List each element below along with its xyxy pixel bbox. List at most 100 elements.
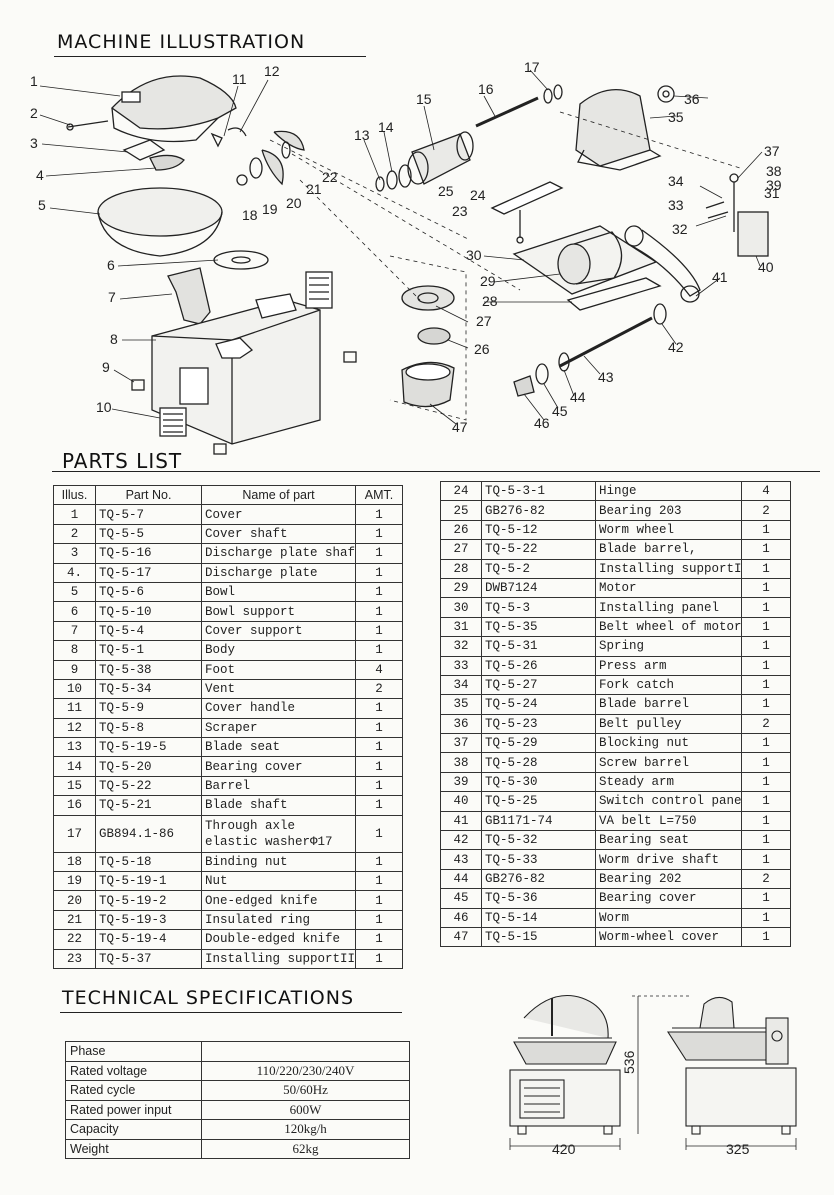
callout-38: 38 <box>766 163 782 179</box>
part-no-cell: TQ-5-32 <box>481 830 596 851</box>
callout-42: 42 <box>668 339 684 355</box>
illus-cell: 9 <box>53 659 96 680</box>
callout-46: 46 <box>534 415 550 431</box>
amt-cell: 1 <box>741 674 791 696</box>
spec-label: Rated power input <box>65 1099 202 1120</box>
header-name: Name of part <box>201 484 356 506</box>
part-no-cell: TQ-5-7 <box>95 504 202 525</box>
illus-cell: 25 <box>440 500 482 521</box>
illus-cell: 43 <box>440 849 482 870</box>
part-name-cell: Binding nut <box>201 851 356 873</box>
callout-17: 17 <box>524 59 540 75</box>
spec-value: 110/220/230/240V <box>201 1060 410 1081</box>
amt-cell: 1 <box>355 909 403 931</box>
header-amt: AMT. <box>355 484 403 506</box>
callout-4: 4 <box>36 167 44 183</box>
amt-cell: 1 <box>355 523 403 545</box>
illus-cell: 1 <box>53 504 96 525</box>
part-name-cell: Screw barrel <box>595 752 742 773</box>
spec-value: 120kg/h <box>201 1119 410 1140</box>
part-no-cell: TQ-5-2 <box>481 558 596 579</box>
callout-40: 40 <box>758 259 774 275</box>
callout-1: 1 <box>30 73 38 89</box>
part-name-cell: Blade barrel <box>595 694 742 715</box>
part-no-cell: TQ-5-12 <box>481 519 596 541</box>
amt-cell: 1 <box>355 543 403 564</box>
part-no-cell: GB276-82 <box>481 500 596 521</box>
illus-cell: 33 <box>440 655 482 676</box>
callout-44: 44 <box>570 389 586 405</box>
amt-cell: 1 <box>741 577 791 599</box>
illus-cell: 41 <box>440 810 482 832</box>
illus-cell: 26 <box>440 519 482 541</box>
callout-33: 33 <box>668 197 684 213</box>
part-name-cell: Hinge <box>595 480 742 502</box>
part-name-cell: Worm drive shaft <box>595 849 742 870</box>
parts-list-rule <box>52 471 820 472</box>
callout-45: 45 <box>552 403 568 419</box>
illus-cell: 14 <box>53 756 96 777</box>
illus-cell: 16 <box>53 795 96 816</box>
illus-cell: 37 <box>440 733 482 754</box>
callout-21: 21 <box>306 181 322 197</box>
amt-cell: 1 <box>355 871 403 892</box>
part-no-cell: TQ-5-38 <box>95 659 202 680</box>
specs-rule <box>60 1012 402 1013</box>
callout-32: 32 <box>672 221 688 237</box>
exploded-view-drawing: 1 2 3 4 5 6 7 8 9 10 11 12 13 14 15 16 1… <box>30 59 782 455</box>
part-name-cell: Scraper <box>201 717 356 739</box>
callout-6: 6 <box>107 257 115 273</box>
amt-cell: 1 <box>741 849 791 870</box>
illus-cell: 27 <box>440 539 482 560</box>
dim-width-front: 420 <box>552 1141 576 1157</box>
part-name-cell: Double-edged knife <box>201 929 356 950</box>
illus-cell: 17 <box>53 814 96 853</box>
spec-label: Weight <box>65 1138 202 1159</box>
part-name-cell: Body <box>201 640 356 661</box>
parts-list-title: PARTS LIST <box>62 449 183 473</box>
callout-5: 5 <box>38 197 46 213</box>
illus-cell: 28 <box>440 558 482 579</box>
part-name-cell: Motor <box>595 577 742 599</box>
amt-cell: 1 <box>355 756 403 777</box>
part-no-cell: TQ-5-4 <box>95 620 202 642</box>
part-name-cell: Bearing cover <box>201 756 356 777</box>
part-no-cell: TQ-5-26 <box>481 655 596 676</box>
cover-drawing <box>111 75 237 143</box>
callout-36: 36 <box>684 91 700 107</box>
amt-cell: 1 <box>741 597 791 618</box>
callout-14: 14 <box>378 119 394 135</box>
part-no-cell: TQ-5-3-1 <box>481 480 596 502</box>
illus-cell: 40 <box>440 791 482 812</box>
amt-cell: 1 <box>741 771 791 793</box>
amt-cell: 4 <box>355 659 403 680</box>
part-name-cell: Cover <box>201 504 356 525</box>
illus-cell: 22 <box>53 929 96 950</box>
part-name-cell: Nut <box>201 871 356 892</box>
callout-27: 27 <box>476 313 492 329</box>
illus-cell: 38 <box>440 752 482 773</box>
amt-cell: 1 <box>741 655 791 676</box>
part-no-cell: TQ-5-23 <box>481 713 596 735</box>
spec-value <box>201 1041 410 1062</box>
amt-cell: 1 <box>741 926 791 948</box>
part-name-cell: Cover support <box>201 620 356 642</box>
machine-illustration-title: MACHINE ILLUSTRATION <box>57 31 306 53</box>
part-name-cell: Bowl support <box>201 601 356 622</box>
part-no-cell: TQ-5-20 <box>95 756 202 777</box>
callout-29: 29 <box>480 273 496 289</box>
